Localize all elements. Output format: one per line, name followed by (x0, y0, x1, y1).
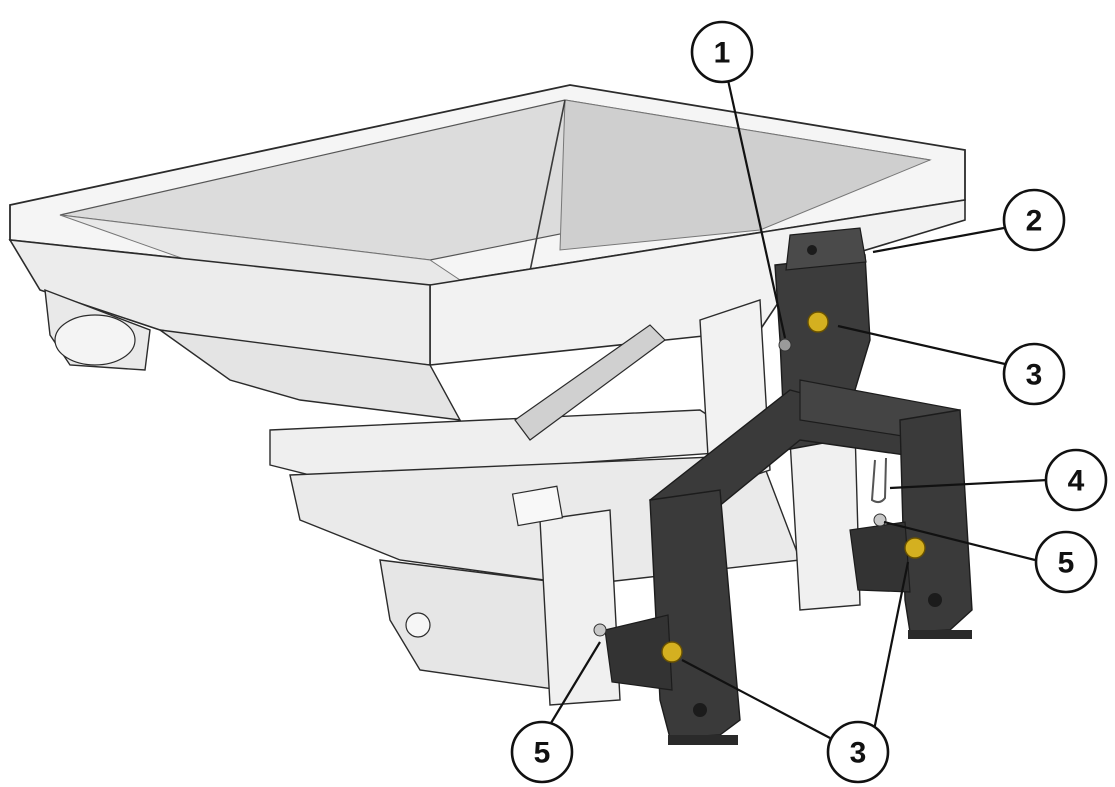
leader-lines (547, 79, 1049, 741)
callout-1-label: 1 (714, 37, 731, 70)
leader-2 (872, 226, 1005, 254)
bolts (593, 311, 926, 663)
left-lower-arm-plate (604, 614, 673, 691)
left-lower-bolt (661, 641, 683, 663)
left-side-plate (539, 509, 621, 706)
leader-3c (681, 659, 831, 739)
leader-4 (889, 478, 1049, 490)
callout-2-label: 2 (1026, 205, 1043, 238)
right-lower-link-pin (873, 513, 887, 527)
leader-5a (883, 520, 1036, 562)
leader-1 (726, 79, 787, 339)
top-link-bracket (785, 227, 867, 271)
right-lower-arm-plate (849, 521, 911, 593)
callout-3a-label: 3 (1026, 359, 1043, 392)
callout-4: 4 (1044, 448, 1108, 512)
callout-5b: 5 (510, 720, 574, 784)
right-side-plate (789, 429, 861, 611)
leader-3b (870, 561, 910, 741)
leader-3a (837, 324, 1006, 366)
callout-3b-label: 3 (850, 737, 867, 770)
right-lower-bolt (904, 537, 926, 559)
linch-pin (870, 457, 887, 504)
callout-5a-label: 5 (1058, 547, 1075, 580)
hopper-inner-wall-right (559, 99, 932, 251)
callout-5a: 5 (1034, 530, 1098, 594)
callout-3b: 3 (826, 720, 890, 784)
lever-arm (514, 324, 666, 441)
left-lower-link-pin (593, 623, 607, 637)
leader-5b (547, 641, 601, 729)
callout-2: 2 (1002, 188, 1066, 252)
three-point-hitch-frame (604, 227, 973, 745)
callout-1: 1 (690, 20, 754, 84)
callout-3a: 3 (1002, 342, 1066, 406)
top-pin-bolt (807, 311, 829, 333)
hopper-funnel (159, 329, 462, 421)
callout-4-label: 4 (1068, 465, 1085, 498)
callout-5b-label: 5 (534, 737, 551, 770)
mast-bolt (778, 338, 792, 352)
